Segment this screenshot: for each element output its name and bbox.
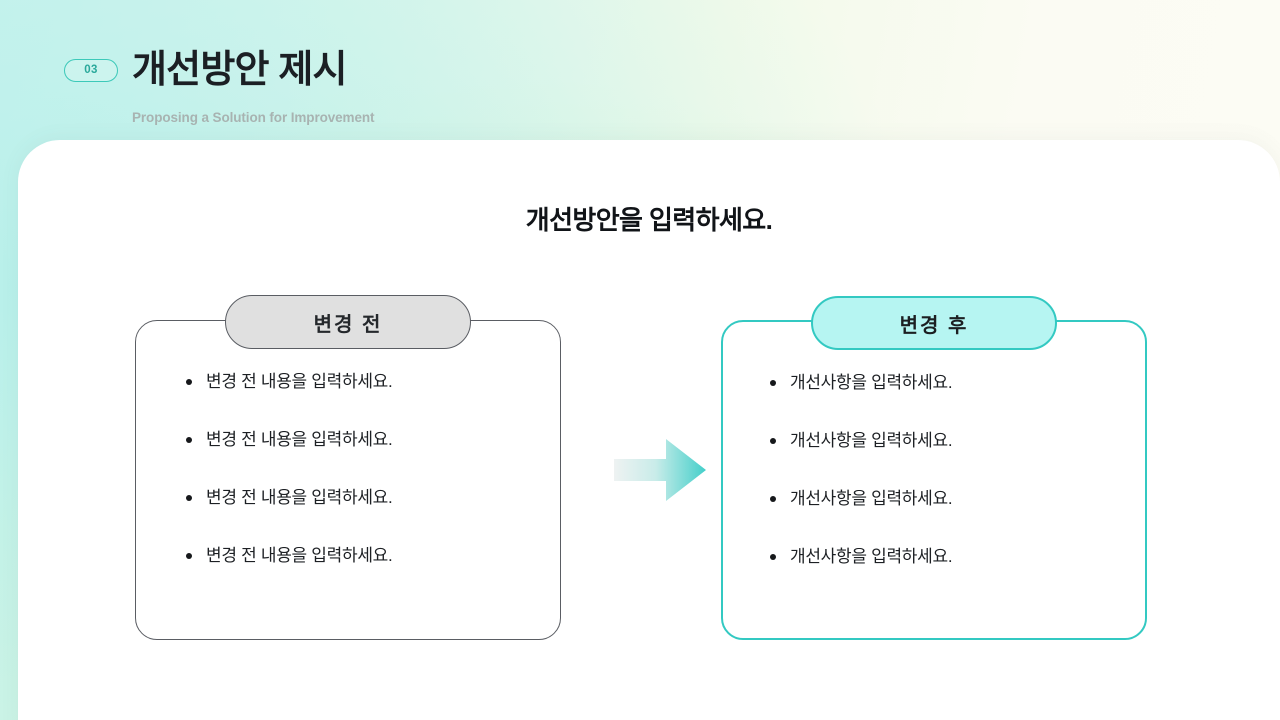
list-item-label: 개선사항을 입력하세요. bbox=[790, 489, 953, 508]
bullet-dot-icon bbox=[770, 496, 776, 502]
bullet-dot-icon bbox=[770, 438, 776, 444]
bullet-dot-icon bbox=[186, 437, 192, 443]
list-item[interactable]: 변경 전 내용을 입력하세요. bbox=[136, 372, 560, 431]
list-item-label: 개선사항을 입력하세요. bbox=[790, 547, 953, 566]
after-bullet-list: 개선사항을 입력하세요. 개선사항을 입력하세요. 개선사항을 입력하세요. 개… bbox=[723, 373, 1145, 606]
bullet-dot-icon bbox=[770, 554, 776, 560]
list-item-label: 변경 전 내용을 입력하세요. bbox=[206, 546, 393, 565]
list-item-label: 개선사항을 입력하세요. bbox=[790, 431, 953, 450]
title-row: 03 개선방안 제시 bbox=[64, 42, 764, 98]
list-item[interactable]: 개선사항을 입력하세요. bbox=[723, 489, 1145, 548]
list-item-label: 변경 전 내용을 입력하세요. bbox=[206, 372, 393, 391]
content-heading: 개선방안을 입력하세요. bbox=[525, 205, 773, 235]
list-item[interactable]: 변경 전 내용을 입력하세요. bbox=[136, 546, 560, 605]
bullet-dot-icon bbox=[186, 379, 192, 385]
list-item[interactable]: 개선사항을 입력하세요. bbox=[723, 547, 1145, 606]
before-bullet-list: 변경 전 내용을 입력하세요. 변경 전 내용을 입력하세요. 변경 전 내용을… bbox=[136, 372, 560, 605]
after-panel[interactable]: 변경 후 개선사항을 입력하세요. 개선사항을 입력하세요. 개선사항을 입력하… bbox=[721, 296, 1147, 640]
content-card: 개선방안을 입력하세요. 변경 전 변경 전 내용을 입력하세요. 변경 전 내… bbox=[18, 140, 1280, 720]
list-item[interactable]: 개선사항을 입력하세요. bbox=[723, 373, 1145, 432]
list-item[interactable]: 변경 전 내용을 입력하세요. bbox=[136, 430, 560, 489]
list-item[interactable]: 개선사항을 입력하세요. bbox=[723, 431, 1145, 490]
list-item[interactable]: 변경 전 내용을 입력하세요. bbox=[136, 488, 560, 547]
section-number-badge: 03 bbox=[64, 58, 118, 82]
before-panel[interactable]: 변경 전 변경 전 내용을 입력하세요. 변경 전 내용을 입력하세요. 변경 … bbox=[135, 295, 561, 640]
page-title: 개선방안 제시 bbox=[132, 49, 348, 91]
slide-header: 03 개선방안 제시 Proposing a Solution for Impr… bbox=[64, 42, 764, 125]
list-item-label: 변경 전 내용을 입력하세요. bbox=[206, 430, 393, 449]
list-item-label: 개선사항을 입력하세요. bbox=[790, 373, 953, 392]
right-arrow-icon bbox=[614, 438, 706, 502]
bullet-dot-icon bbox=[186, 553, 192, 559]
after-panel-badge: 변경 후 bbox=[811, 296, 1057, 350]
bullet-dot-icon bbox=[186, 495, 192, 501]
comparison-area: 변경 전 변경 전 내용을 입력하세요. 변경 전 내용을 입력하세요. 변경 … bbox=[18, 280, 1280, 660]
bullet-dot-icon bbox=[770, 380, 776, 386]
list-item-label: 변경 전 내용을 입력하세요. bbox=[206, 488, 393, 507]
page-subtitle: Proposing a Solution for Improvement bbox=[132, 110, 375, 125]
before-panel-badge: 변경 전 bbox=[225, 295, 471, 349]
